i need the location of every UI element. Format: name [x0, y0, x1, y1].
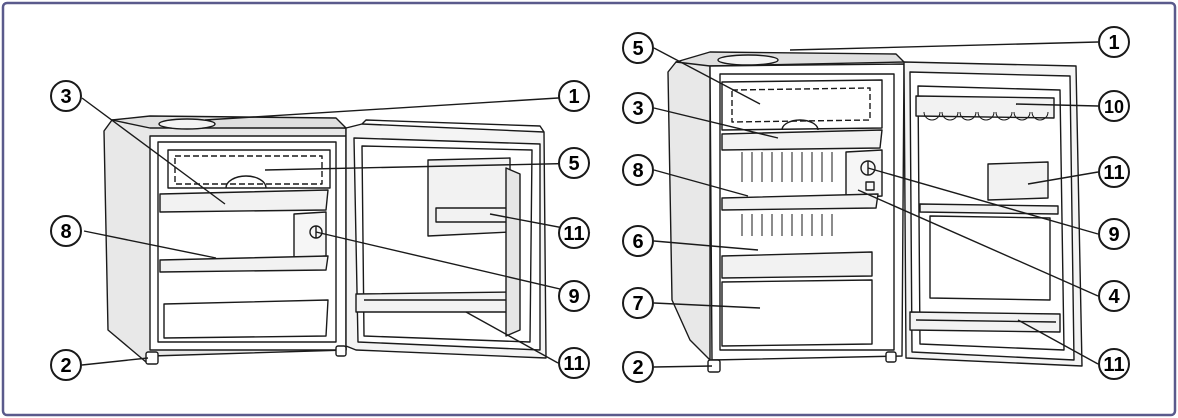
right-callout-11-lower: 11 [1098, 348, 1130, 380]
left-fridge-illustration [103, 115, 547, 365]
right-callout-7: 7 [622, 287, 654, 319]
left-callout-9: 9 [558, 280, 590, 312]
left-callout-5: 5 [558, 147, 590, 179]
right-leader-lines [653, 41, 1099, 368]
right-callout-6: 6 [622, 225, 654, 257]
callout-number: 3 [632, 98, 643, 120]
callout-number: 11 [1103, 162, 1124, 184]
callout-number: 1 [568, 86, 579, 108]
callout-number: 3 [60, 86, 71, 108]
left-callout-2: 2 [50, 349, 82, 381]
callout-number: 2 [632, 357, 643, 379]
right-callout-11-upper: 11 [1098, 156, 1130, 188]
left-callout-11-upper: 11 [558, 217, 590, 249]
callout-number: 11 [563, 223, 584, 245]
left-callout-1: 1 [558, 80, 590, 112]
right-callout-2: 2 [622, 351, 654, 383]
callout-number: 10 [1104, 97, 1124, 117]
right-callout-5: 5 [622, 32, 654, 64]
callout-number: 1 [1108, 32, 1119, 54]
callout-number: 6 [632, 231, 643, 253]
right-fridge-illustration [667, 51, 1083, 373]
right-callout-9: 9 [1098, 218, 1130, 250]
callout-number: 8 [632, 160, 643, 182]
right-callout-1: 1 [1098, 26, 1130, 58]
left-callout-3: 3 [50, 80, 82, 112]
callout-number: 4 [1108, 286, 1120, 308]
callout-number: 11 [1103, 354, 1124, 376]
right-callout-8: 8 [622, 154, 654, 186]
callout-number: 9 [568, 286, 579, 308]
right-callout-4: 4 [1098, 280, 1130, 312]
callout-number: 9 [1108, 224, 1119, 246]
callout-number: 8 [60, 221, 71, 243]
left-callout-11-lower: 11 [558, 347, 590, 379]
callout-number: 5 [632, 38, 643, 60]
right-callout-10: 10 [1098, 90, 1130, 122]
callout-number: 5 [568, 153, 579, 175]
callout-number: 11 [563, 353, 584, 375]
right-callout-3: 3 [622, 92, 654, 124]
left-callout-8: 8 [50, 215, 82, 247]
callout-number: 2 [60, 355, 71, 377]
callout-number: 7 [632, 293, 643, 315]
